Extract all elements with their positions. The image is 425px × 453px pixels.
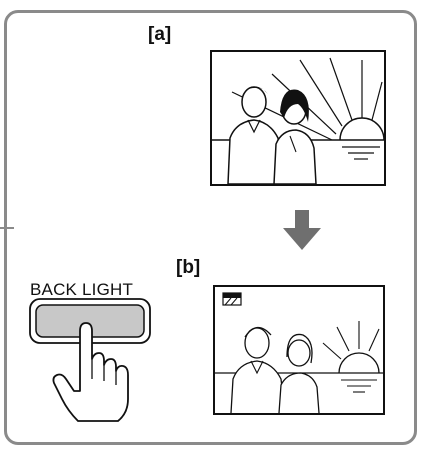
scene-before-illustration xyxy=(212,57,384,184)
label-a: [a] xyxy=(148,24,172,45)
label-b: [b] xyxy=(176,257,201,278)
backlight-indicator-icon xyxy=(222,292,242,306)
scene-before-panel xyxy=(210,50,386,186)
scene-after-panel xyxy=(213,285,385,415)
hand-pointer-icon xyxy=(52,322,129,422)
scene-after-illustration xyxy=(215,292,383,413)
backlight-button-label: BACK LIGHT xyxy=(30,280,134,299)
backlight-button[interactable] xyxy=(28,295,156,425)
arrow-down-icon xyxy=(283,210,321,250)
frame-connector xyxy=(0,227,14,229)
